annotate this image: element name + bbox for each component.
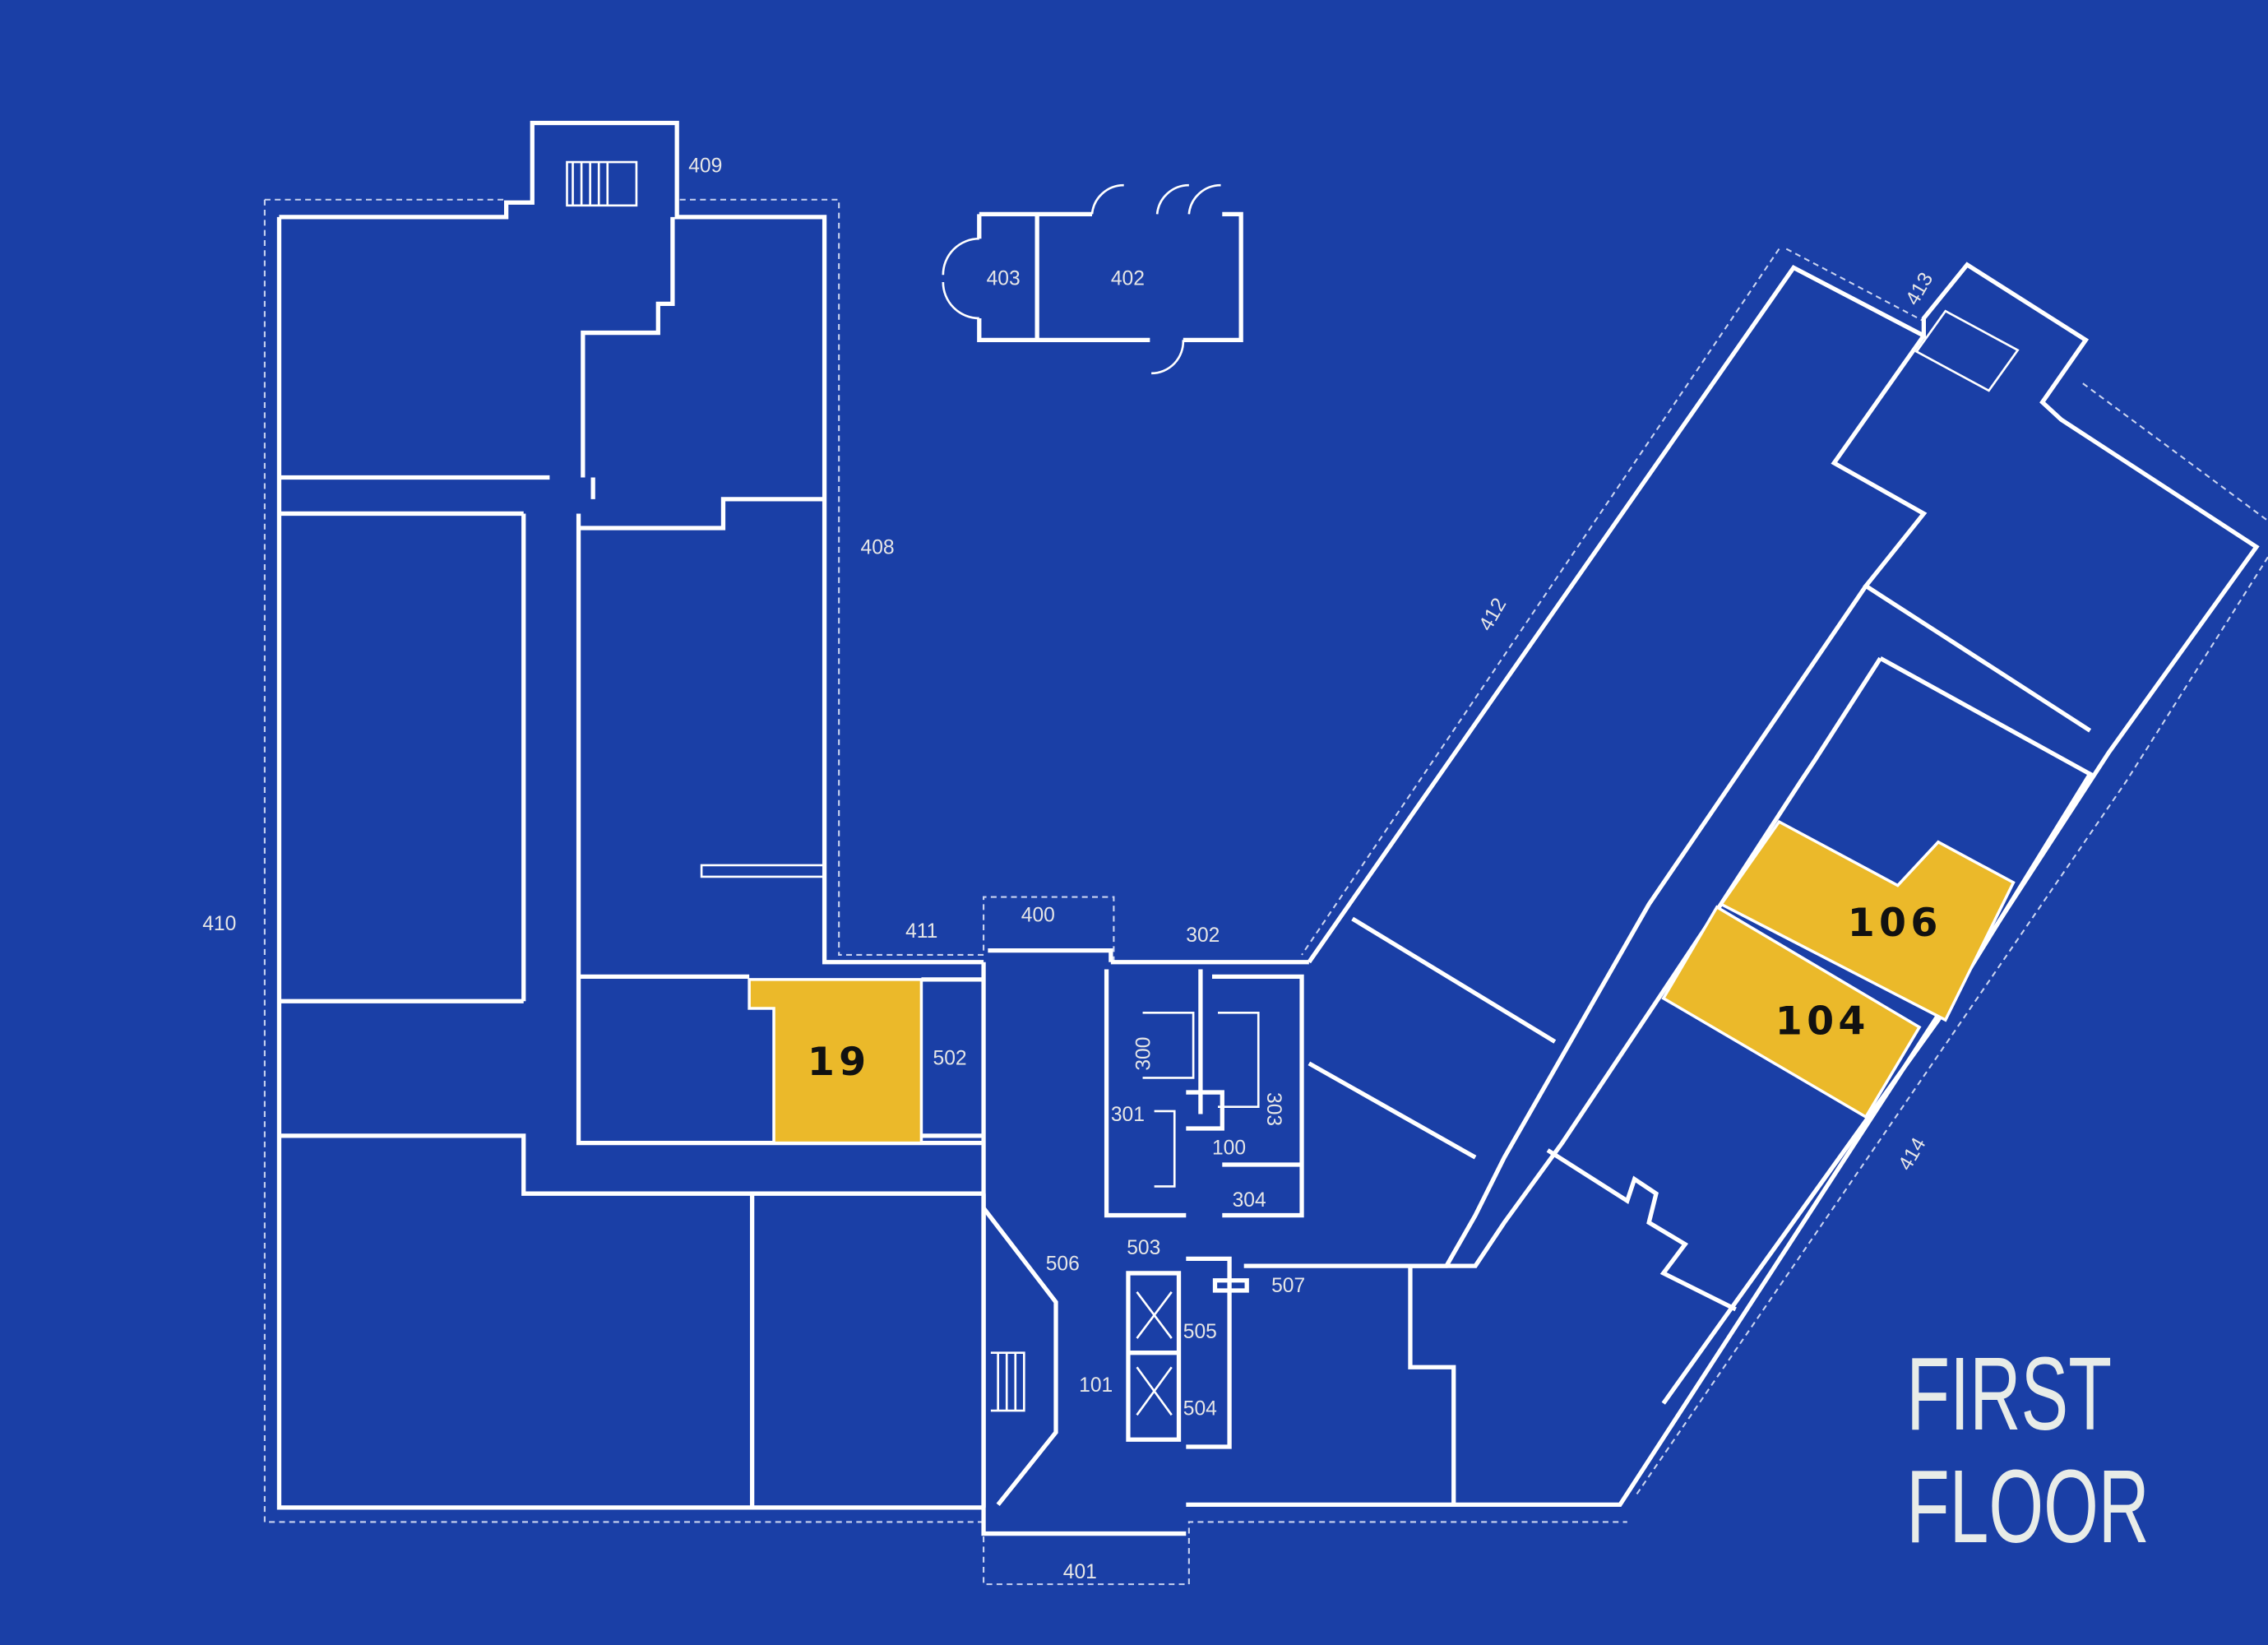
floor-title-line1: FIRST xyxy=(1906,1335,2112,1452)
room-labels: 409 403 402 408 410 411 400 302 300 301 … xyxy=(202,155,1937,1583)
label-408: 408 xyxy=(861,537,895,559)
room-104[interactable]: 104 xyxy=(1661,905,1922,1119)
label-101: 101 xyxy=(1079,1374,1113,1397)
label-411: 411 xyxy=(905,920,937,943)
label-300: 300 xyxy=(1132,1037,1155,1071)
room-19[interactable]: 19 xyxy=(748,978,923,1145)
room-19-label: 19 xyxy=(808,1040,871,1085)
label-410: 410 xyxy=(202,913,236,935)
floor-title: FIRST FLOOR xyxy=(1906,1335,2150,1564)
label-502: 502 xyxy=(933,1048,967,1070)
room-104-label: 104 xyxy=(1775,999,1870,1045)
label-507: 507 xyxy=(1271,1275,1305,1297)
label-403: 403 xyxy=(987,268,1021,290)
label-505: 505 xyxy=(1183,1321,1217,1343)
property-boundary xyxy=(263,198,2268,1586)
label-401: 401 xyxy=(1063,1561,1097,1583)
center-core xyxy=(981,948,1309,1536)
label-302: 302 xyxy=(1186,924,1220,947)
label-304: 304 xyxy=(1233,1189,1266,1212)
label-400: 400 xyxy=(1021,904,1055,926)
left-wing xyxy=(276,120,986,1510)
label-503: 503 xyxy=(1127,1237,1160,1259)
right-wing xyxy=(1186,262,2260,1508)
label-303: 303 xyxy=(1262,1092,1284,1126)
label-402: 402 xyxy=(1111,268,1145,290)
label-506: 506 xyxy=(1046,1253,1080,1275)
label-409: 409 xyxy=(688,155,722,177)
room-106[interactable]: 106 xyxy=(1719,819,2016,1022)
label-504: 504 xyxy=(1183,1397,1217,1420)
room-106-label: 106 xyxy=(1848,901,1942,946)
label-301: 301 xyxy=(1111,1104,1145,1126)
annex-402-403 xyxy=(942,183,1243,375)
label-100: 100 xyxy=(1212,1138,1246,1160)
floor-title-line2: FLOOR xyxy=(1906,1448,2150,1564)
